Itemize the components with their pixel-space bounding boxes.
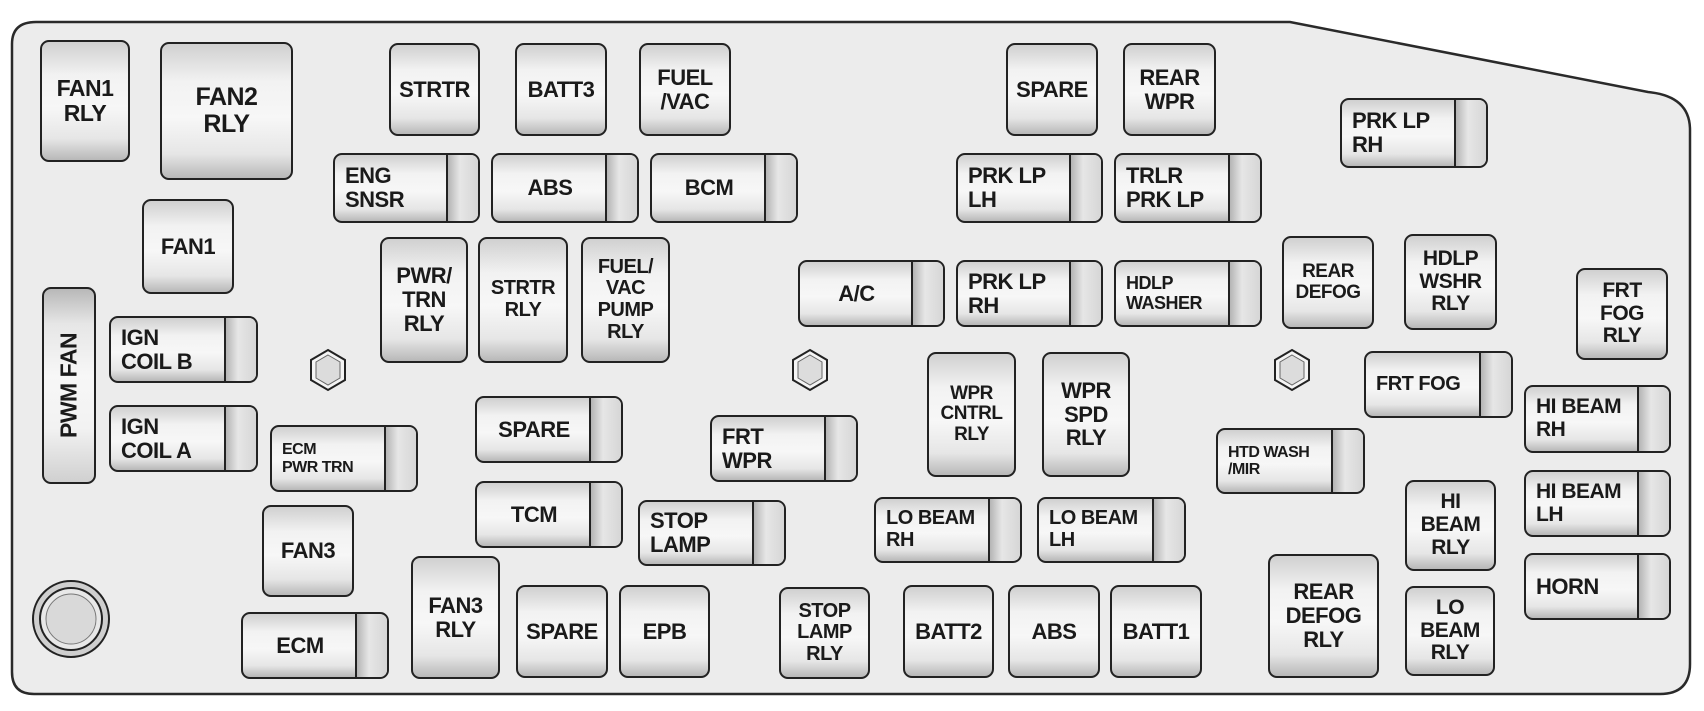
fuse-strtr: STRTR — [389, 43, 480, 136]
fuse-strtr-rly: STRTR RLY — [478, 237, 568, 363]
fuse-batt2: BATT2 — [903, 585, 994, 678]
grommet-icon — [32, 580, 110, 658]
fuse-abs-bottom: ABS — [1008, 585, 1100, 678]
fuse-ecm: ECM — [241, 612, 389, 679]
fuse-frt-fog: FRT FOG — [1364, 351, 1513, 418]
fuse-stop-lamp: STOP LAMP — [638, 500, 786, 566]
fuse-rear-defog-rly: REAR DEFOG RLY — [1268, 554, 1379, 678]
fuse-rear-defog: REAR DEFOG — [1282, 236, 1374, 329]
hex-bolt-icon — [792, 348, 828, 392]
fuse-batt1: BATT1 — [1110, 585, 1202, 678]
fuse-pwm-fan: PWM FAN — [42, 287, 96, 484]
fuse-hi-beam-lh: HI BEAM LH — [1524, 470, 1671, 537]
fuse-lo-beam-rly: LO BEAM RLY — [1405, 586, 1495, 676]
fuse-fan2-rly: FAN2 RLY — [160, 42, 293, 180]
fuse-spare-top: SPARE — [1006, 43, 1098, 136]
fuse-wpr-cntrl-rly: WPR CNTRL RLY — [927, 352, 1016, 477]
fuse-fuel-vac: FUEL /VAC — [639, 43, 731, 136]
fuse-abs-top: ABS — [491, 153, 639, 223]
hex-bolt-icon — [1274, 348, 1310, 392]
fuse-hi-beam-rh: HI BEAM RH — [1524, 385, 1671, 453]
fuse-lo-beam-lh: LO BEAM LH — [1037, 497, 1186, 563]
fuse-frt-wpr: FRT WPR — [710, 415, 858, 482]
fuse-horn: HORN — [1524, 553, 1671, 620]
fuse-tcm: TCM — [475, 481, 623, 548]
fuse-wpr-spd-rly: WPR SPD RLY — [1042, 352, 1130, 477]
fuse-fuel-vac-pump-rly: FUEL/ VAC PUMP RLY — [581, 237, 670, 363]
fuse-rear-wpr: REAR WPR — [1123, 43, 1216, 136]
fuse-prk-lp-lh: PRK LP LH — [956, 153, 1103, 223]
hex-bolt-icon — [310, 348, 346, 392]
fuse-lo-beam-rh: LO BEAM RH — [874, 497, 1022, 563]
fuse-pwr-trn-rly: PWR/ TRN RLY — [380, 237, 468, 363]
fuse-frt-fog-rly: FRT FOG RLY — [1576, 268, 1668, 360]
fuse-ign-coil-a: IGN COIL A — [109, 405, 258, 472]
fuse-batt3: BATT3 — [515, 43, 607, 136]
fuse-fan1: FAN1 — [142, 199, 234, 294]
fuse-fan3: FAN3 — [262, 505, 354, 597]
fuse-prk-lp-rh-mid: PRK LP RH — [956, 260, 1103, 327]
fuse-stop-lamp-rly: STOP LAMP RLY — [779, 587, 870, 679]
fuse-fan3-rly: FAN3 RLY — [411, 556, 500, 679]
fuse-eng-snsr: ENG SNSR — [333, 153, 480, 223]
fuse-spare-mid: SPARE — [475, 396, 623, 463]
fuse-trlr-prk-lp: TRLR PRK LP — [1114, 153, 1262, 223]
fuse-fan1-rly: FAN1 RLY — [40, 40, 130, 162]
fuse-epb: EPB — [619, 585, 710, 678]
fuse-hi-beam-rly: HI BEAM RLY — [1405, 480, 1496, 571]
fuse-htd-wash-mir: HTD WASH /MIR — [1216, 428, 1365, 494]
fuse-ecm-pwr-trn: ECM PWR TRN — [270, 425, 418, 492]
fuse-ign-coil-b: IGN COIL B — [109, 316, 258, 383]
fuse-spare-bottom: SPARE — [516, 585, 608, 678]
fuse-hdlp-wshr-rly: HDLP WSHR RLY — [1404, 234, 1497, 330]
fuse-prk-lp-rh-top: PRK LP RH — [1340, 98, 1488, 168]
fuse-bcm: BCM — [650, 153, 798, 223]
fuse-ac: A/C — [798, 260, 945, 327]
fuse-hdlp-washer: HDLP WASHER — [1114, 260, 1262, 327]
